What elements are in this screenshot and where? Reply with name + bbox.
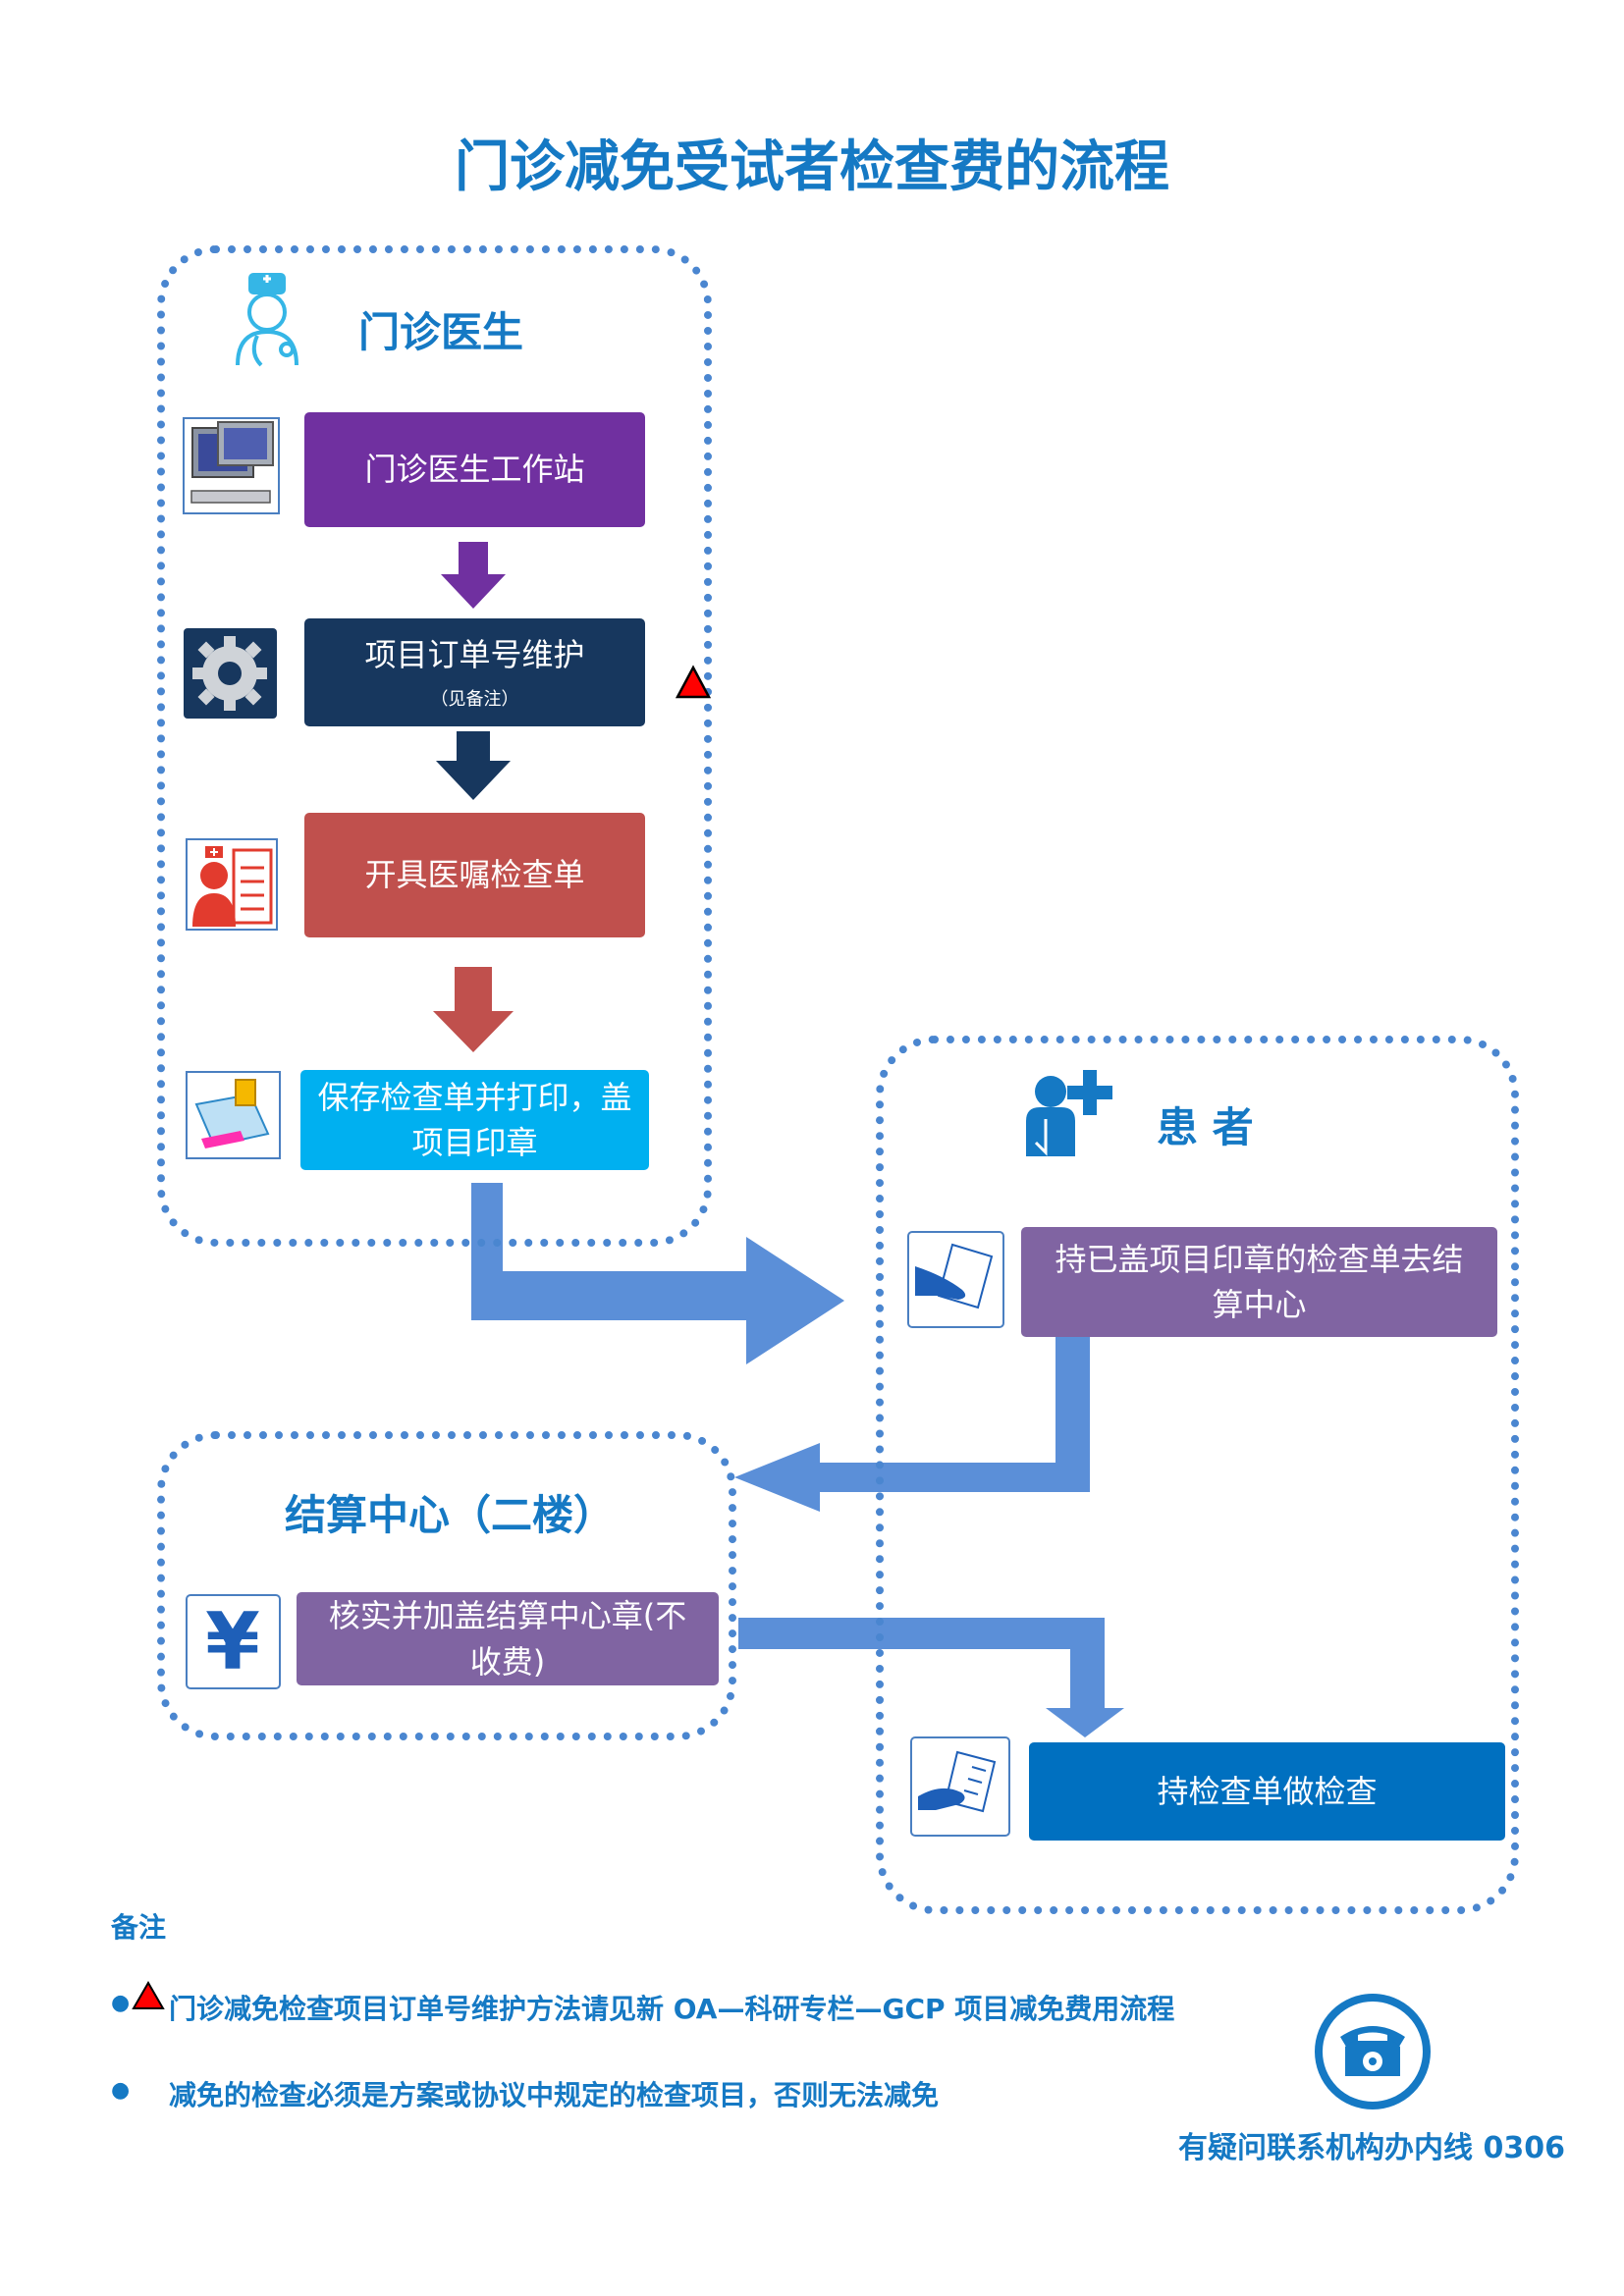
step-go-settle-line2: 算中心 bbox=[1212, 1286, 1307, 1323]
step-print-line1: 保存检查单并打印，盖 bbox=[317, 1078, 632, 1116]
step-maintain-note: （见备注） bbox=[430, 689, 519, 711]
page-title: 门诊减免受试者检查费的流程 bbox=[455, 135, 1169, 199]
arrow-down-navy bbox=[436, 731, 511, 800]
step-exam: 持检查单做检查 bbox=[1029, 1742, 1505, 1841]
doctor-icon bbox=[236, 273, 298, 367]
note-warning-triangle-icon bbox=[132, 1980, 165, 2009]
note-bullet-1: ● bbox=[111, 1991, 131, 2015]
note-item-2: 减免的检查必须是方案或协议中规定的检查项目，否则无法减免 bbox=[169, 2079, 940, 2111]
step-print: 保存检查单并打印，盖 项目印章 bbox=[300, 1070, 649, 1170]
notes-heading: 备注 bbox=[111, 1911, 167, 1944]
gear-icon bbox=[184, 628, 277, 719]
settlement-group-title: 结算中心（二楼） bbox=[285, 1491, 616, 1539]
step-maintain: 项目订单号维护 （见备注） bbox=[304, 618, 645, 726]
step-order: 开具医嘱检查单 bbox=[304, 813, 645, 937]
computer-icon bbox=[183, 417, 280, 514]
doctor-group bbox=[157, 245, 712, 1247]
patient-group-title: 患 者 bbox=[1157, 1103, 1254, 1151]
note-item-1: 门诊减免检查项目订单号维护方法请见新 OA—科研专栏—GCP 项目减免费用流程 bbox=[169, 1993, 1175, 2025]
step-go-settle-line1: 持已盖项目印章的检查单去结 bbox=[1055, 1240, 1464, 1278]
step-maintain-label: 项目订单号维护 bbox=[364, 635, 585, 673]
contact-line: 有疑问联系机构办内线 0306 bbox=[1178, 2131, 1565, 2165]
doctor-group-title: 门诊医生 bbox=[358, 308, 524, 356]
warning-triangle-icon bbox=[675, 665, 712, 699]
telephone-icon bbox=[1315, 1994, 1431, 2109]
step-verify-line1: 核实并加盖结算中心章(不 bbox=[328, 1597, 687, 1635]
step-go-settle: 持已盖项目印章的检查单去结 算中心 bbox=[1021, 1227, 1497, 1337]
step-workstation: 门诊医生工作站 bbox=[304, 412, 645, 527]
step-print-line2: 项目印章 bbox=[411, 1124, 538, 1161]
svg-text:¥: ¥ bbox=[205, 1596, 260, 1687]
step-exam-label: 持检查单做检查 bbox=[1157, 1772, 1378, 1810]
patient-icon bbox=[1026, 1070, 1112, 1156]
arrow-to-patient bbox=[471, 1183, 844, 1364]
arrow-to-settlement bbox=[734, 1330, 1090, 1512]
arrow-down-red bbox=[433, 967, 514, 1052]
yen-icon: ¥ bbox=[186, 1594, 281, 1689]
step-verify-line2: 收费) bbox=[469, 1642, 546, 1681]
hand-card-icon bbox=[910, 1736, 1010, 1837]
arrow-down-purple bbox=[441, 542, 506, 609]
note-bullet-2: ● bbox=[111, 2078, 131, 2103]
patient-group bbox=[876, 1036, 1519, 1914]
print-stamp-icon bbox=[186, 1071, 281, 1159]
hand-paper-icon bbox=[907, 1231, 1004, 1328]
step-workstation-label: 门诊医生工作站 bbox=[364, 451, 585, 489]
step-order-label: 开具医嘱检查单 bbox=[364, 856, 585, 894]
step-verify: 核实并加盖结算中心章(不 收费) bbox=[297, 1592, 719, 1685]
settlement-group bbox=[157, 1431, 736, 1740]
medical-order-icon bbox=[186, 838, 278, 931]
arrow-to-exam bbox=[738, 1618, 1124, 1737]
